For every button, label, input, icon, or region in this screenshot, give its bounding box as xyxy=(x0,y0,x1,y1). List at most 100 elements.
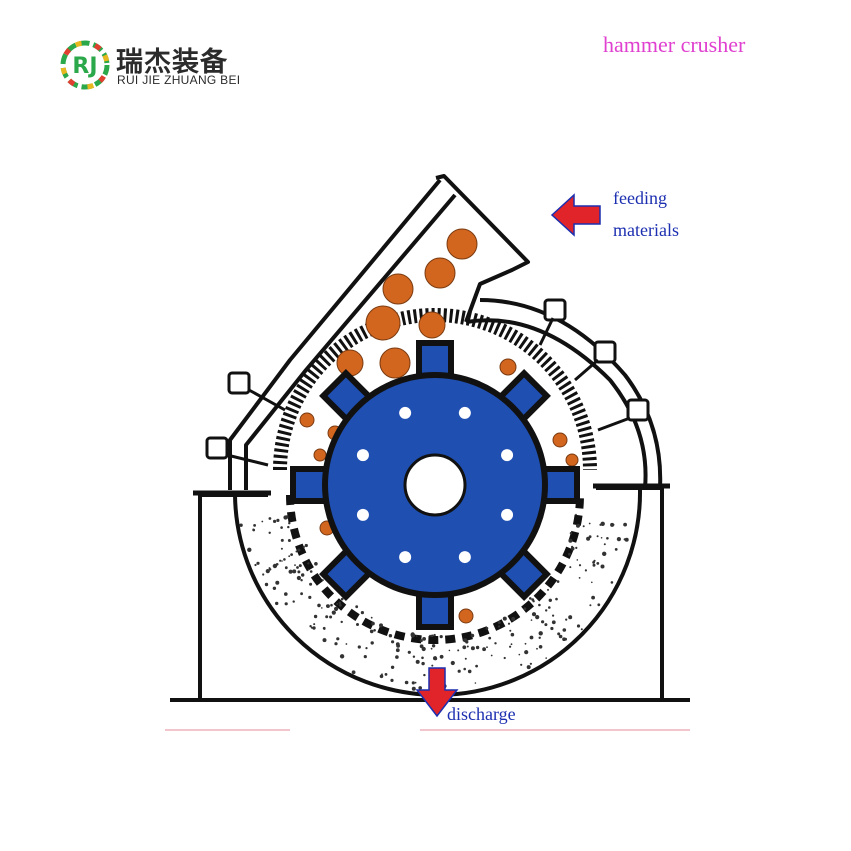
particle xyxy=(569,532,573,535)
particle xyxy=(600,537,603,539)
particle xyxy=(411,686,416,691)
particle xyxy=(429,634,432,637)
particle xyxy=(421,656,424,660)
particle xyxy=(261,520,264,523)
particle xyxy=(302,545,305,549)
particle xyxy=(297,548,301,552)
particle xyxy=(575,513,577,516)
particle xyxy=(470,633,475,638)
particle xyxy=(384,673,388,676)
particle xyxy=(309,570,313,573)
particle xyxy=(292,600,295,603)
particle xyxy=(507,622,511,625)
particle xyxy=(323,627,326,630)
particle xyxy=(334,642,338,646)
particle xyxy=(290,553,293,556)
particle xyxy=(520,663,523,666)
particle xyxy=(313,623,316,626)
particle xyxy=(431,644,436,648)
particle xyxy=(523,607,527,611)
particle xyxy=(470,646,475,651)
particle xyxy=(284,566,288,570)
material-lump xyxy=(418,311,446,339)
particle xyxy=(297,570,301,574)
particle xyxy=(345,643,348,645)
particle xyxy=(312,626,316,630)
particle xyxy=(524,650,529,655)
particle xyxy=(268,517,272,520)
particle xyxy=(462,645,467,650)
particle xyxy=(239,523,243,527)
particle xyxy=(388,634,393,638)
particle xyxy=(576,523,580,528)
particle xyxy=(518,653,521,656)
material-lump xyxy=(379,347,411,379)
particle xyxy=(576,559,579,561)
particle xyxy=(588,522,591,525)
particle xyxy=(338,601,342,605)
particle xyxy=(526,665,531,670)
particle xyxy=(538,645,543,649)
particle xyxy=(502,616,507,621)
material-lump xyxy=(552,432,568,448)
particle xyxy=(265,569,270,574)
particle xyxy=(562,637,566,641)
particle xyxy=(592,563,596,567)
particle xyxy=(623,538,626,541)
particle xyxy=(411,681,415,685)
particle xyxy=(486,646,488,649)
particle xyxy=(287,539,291,542)
particle xyxy=(614,548,618,551)
particle xyxy=(544,623,548,627)
particle xyxy=(272,563,278,569)
particle xyxy=(357,645,361,649)
feed-arrow xyxy=(550,193,601,237)
particle xyxy=(589,604,592,607)
particle xyxy=(578,577,581,579)
particle xyxy=(497,625,501,628)
particle xyxy=(360,611,364,615)
particle xyxy=(326,604,329,608)
particle xyxy=(370,641,374,645)
particle xyxy=(300,579,303,582)
rotor xyxy=(290,340,580,630)
rotor-hole xyxy=(399,551,412,564)
material-lump xyxy=(336,349,364,377)
particle xyxy=(280,547,283,550)
particle xyxy=(396,644,400,648)
particle xyxy=(576,624,581,628)
breaker-teeth xyxy=(273,308,597,471)
particle xyxy=(557,632,561,636)
particle xyxy=(287,525,290,529)
material-lump xyxy=(382,273,414,305)
particle xyxy=(580,628,583,631)
particle xyxy=(298,564,302,568)
particle xyxy=(593,559,596,562)
particle xyxy=(524,642,527,645)
particle xyxy=(488,636,492,640)
particle xyxy=(624,537,629,542)
particle xyxy=(494,642,497,645)
material-lump xyxy=(424,257,456,289)
particle xyxy=(395,655,399,659)
particle xyxy=(529,597,532,600)
rotor-hole xyxy=(458,551,471,564)
particle xyxy=(510,643,513,646)
particle xyxy=(373,629,376,632)
brand-name-en: RUI JIE ZHUANG BEI xyxy=(117,73,241,87)
particle xyxy=(415,635,418,637)
particle xyxy=(407,650,411,654)
particle xyxy=(550,626,554,631)
particle xyxy=(536,647,538,650)
hopper xyxy=(228,174,663,490)
particle xyxy=(448,649,451,652)
particle xyxy=(538,603,541,607)
logo-initials: RJ xyxy=(72,54,97,79)
particle xyxy=(569,566,572,569)
particle xyxy=(379,623,383,628)
material-lumps xyxy=(299,228,579,624)
crushed-particles xyxy=(239,513,629,691)
particle xyxy=(284,592,288,596)
particle xyxy=(597,603,601,607)
particle xyxy=(322,638,327,643)
